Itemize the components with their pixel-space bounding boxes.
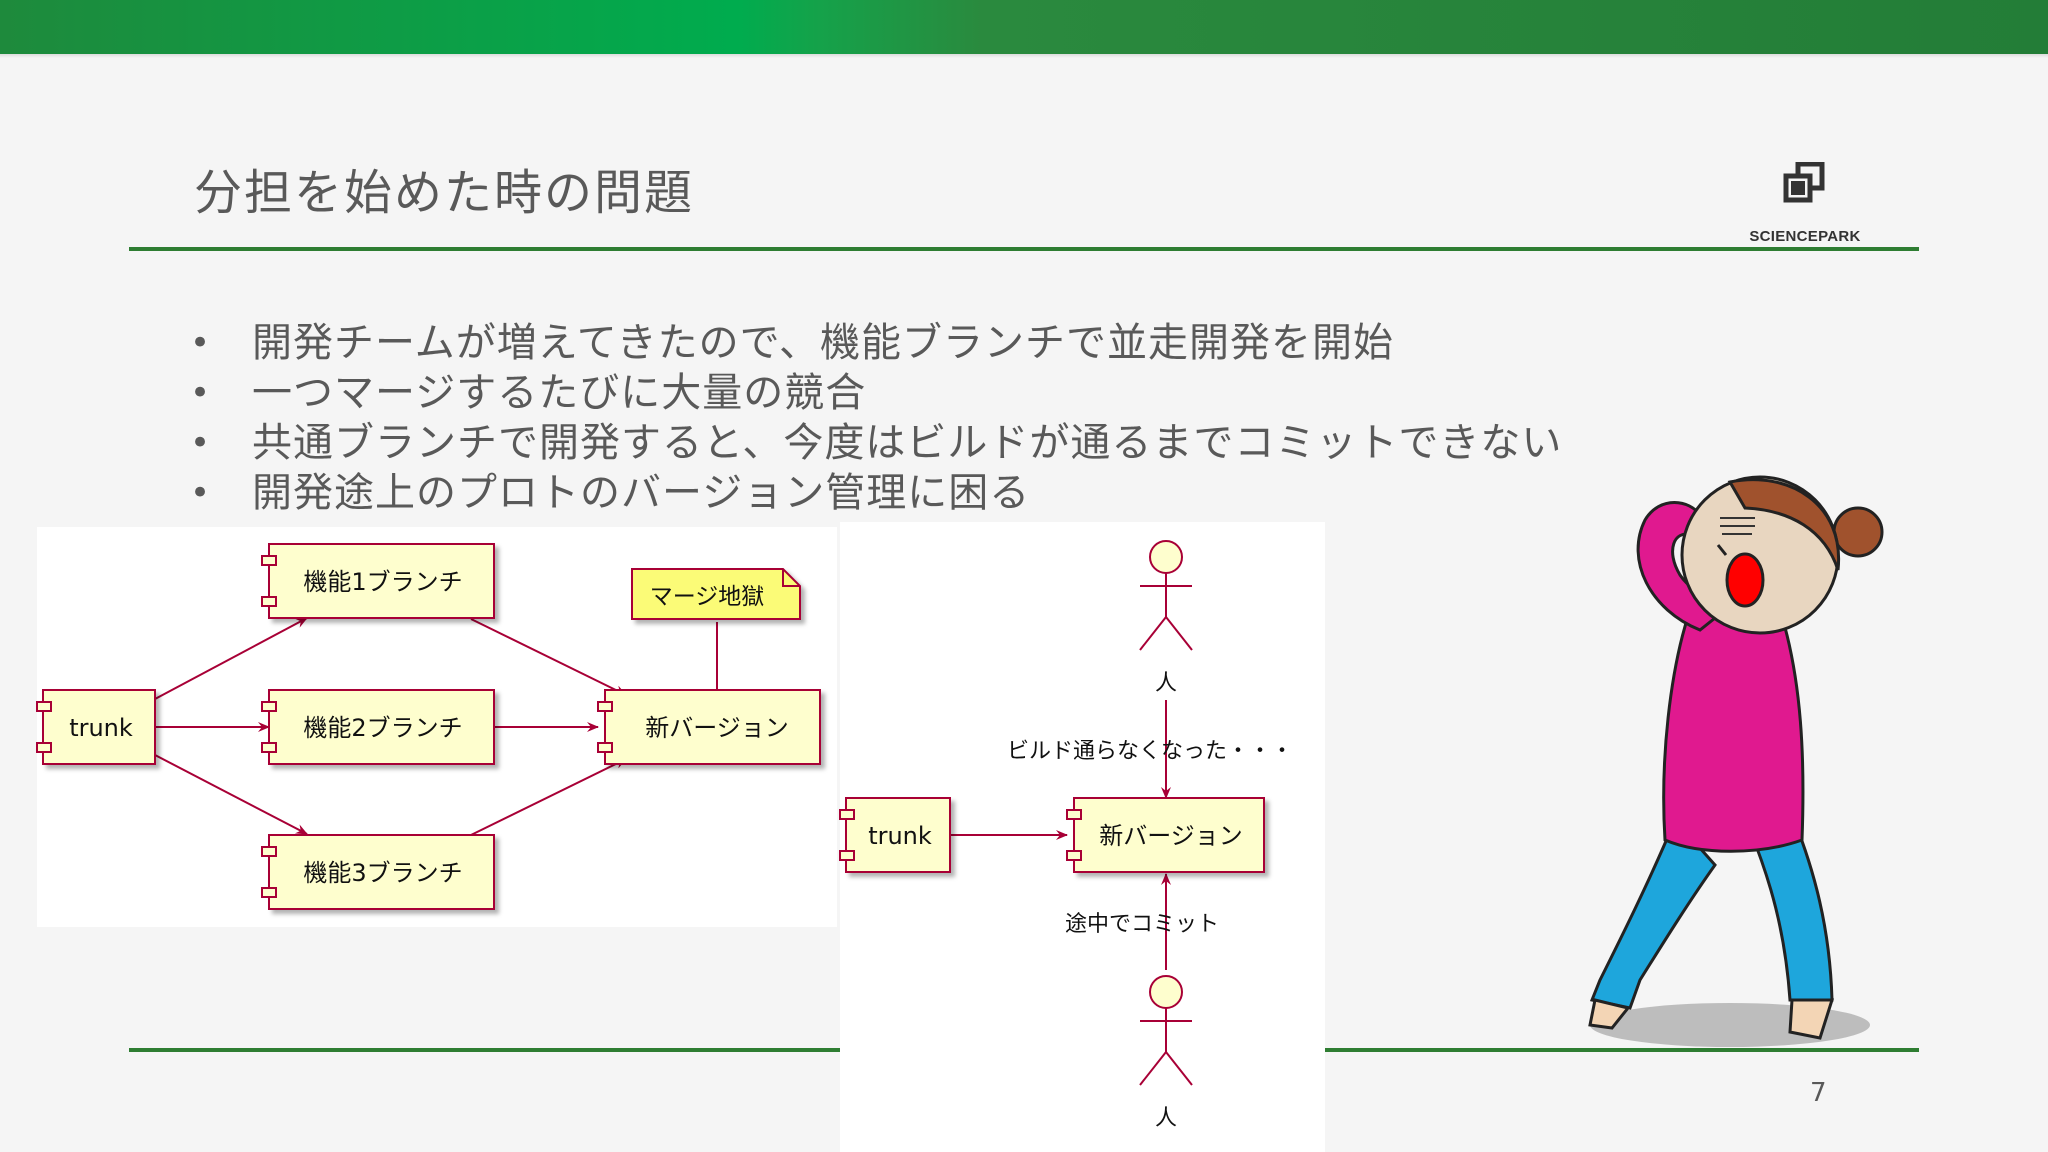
character-panic-lines [1720, 517, 1755, 535]
merge-hell-note: マージ地獄 [631, 568, 801, 620]
shared-branch-diagram-canvas: 人 ビルド通らなくなった・・・ trunk 新バージョン 途中でコミット [839, 540, 1293, 1131]
slide-title: 分担を始めた時の問題 [194, 165, 695, 221]
component-label: 機能2ブランチ [303, 714, 462, 742]
right-arrows [950, 700, 1171, 970]
bullet-marker: • [190, 473, 212, 513]
bullet-marker: • [190, 423, 212, 463]
component-label: 機能3ブランチ [303, 859, 462, 887]
page-number: 7 [1810, 1078, 1827, 1108]
character-left-foot [1588, 998, 1631, 1030]
edge-trunk-feature3 [154, 754, 308, 835]
bullet-text: 開発途上のプロトのバージョン管理に困る [252, 470, 1031, 516]
component-new-version: 新バージョン [597, 689, 821, 765]
character-right-foot [1788, 998, 1835, 1040]
bullet-item: • 共通ブランチで開発すると、今度はビルドが通るまでコミットできない [190, 418, 1562, 468]
branch-diagram-canvas: trunk 機能1ブランチ 機能2ブランチ 機能3ブランチ 新バージョン [36, 543, 821, 910]
bullet-list: • 開発チームが増えてきたので、機能ブランチで並走開発を開始 • 一つマージするたび… [190, 318, 1562, 518]
component-feature2: 機能2ブランチ [261, 689, 495, 765]
logo-text: SCIENCEPARK [1749, 228, 1861, 245]
branch-diagram: trunk 機能1ブランチ 機能2ブランチ 機能3ブランチ 新バージョン [36, 527, 837, 927]
component-trunk: trunk [839, 797, 951, 873]
bullet-marker: • [190, 323, 212, 363]
edge-top-label: ビルド通らなくなった・・・ [1007, 739, 1293, 764]
edge-feature1-new [470, 618, 627, 696]
actor-bottom-label: 人 [1155, 1106, 1177, 1131]
component-label: 新バージョン [645, 714, 789, 742]
edge-bottom-label: 途中でコミット [1065, 912, 1219, 937]
dependency-arrows [154, 617, 718, 836]
bullet-item: • 開発途上のプロトのバージョン管理に困る [190, 468, 1562, 518]
component-new-version: 新バージョン [1066, 797, 1265, 873]
shared-branch-diagram: 人 ビルド通らなくなった・・・ trunk 新バージョン 途中でコミット [839, 522, 1325, 1152]
character-left-leg [1589, 817, 1717, 1010]
character-screaming-mouth [1725, 552, 1765, 608]
note-text: マージ地獄 [650, 584, 765, 610]
component-feature3: 機能3ブランチ [261, 834, 495, 910]
component-label: trunk [69, 714, 133, 742]
panicking-person-illustration [1588, 475, 1884, 1047]
title-divider [129, 247, 1919, 251]
character-hair-bun [1832, 506, 1884, 558]
bullet-item: • 開発チームが増えてきたので、機能ブランチで並走開発を開始 [190, 318, 1562, 368]
edge-trunk-feature1 [154, 617, 308, 700]
logo-mark-icon [1783, 162, 1825, 203]
edge-feature3-new [470, 758, 627, 836]
bullet-text: 開発チームが増えてきたので、機能ブランチで並走開発を開始 [252, 320, 1394, 366]
component-label: 新バージョン [1099, 822, 1243, 850]
bullet-item: • 一つマージするたびに大量の競合 [190, 368, 1562, 418]
component-label: 機能1ブランチ [303, 568, 462, 596]
character-hair [1727, 478, 1841, 571]
sciencepark-logo: SCIENCEPARK [1740, 162, 1870, 252]
top-banner [0, 0, 2048, 54]
character-eye [1716, 544, 1728, 556]
bullet-marker: • [190, 373, 212, 413]
bullet-text: 共通ブランチで開発すると、今度はビルドが通るまでコミットできない [252, 420, 1563, 466]
component-feature1: 機能1ブランチ [261, 543, 495, 619]
component-trunk: trunk [36, 689, 156, 765]
character-torso [1662, 608, 1805, 853]
actor-bottom [1139, 975, 1193, 1086]
top-banner-shadow [0, 54, 2048, 58]
component-label: trunk [868, 822, 932, 850]
actor-top [1139, 540, 1193, 651]
bullet-text: 一つマージするたびに大量の競合 [252, 370, 867, 416]
actor-top-label: 人 [1155, 671, 1177, 696]
